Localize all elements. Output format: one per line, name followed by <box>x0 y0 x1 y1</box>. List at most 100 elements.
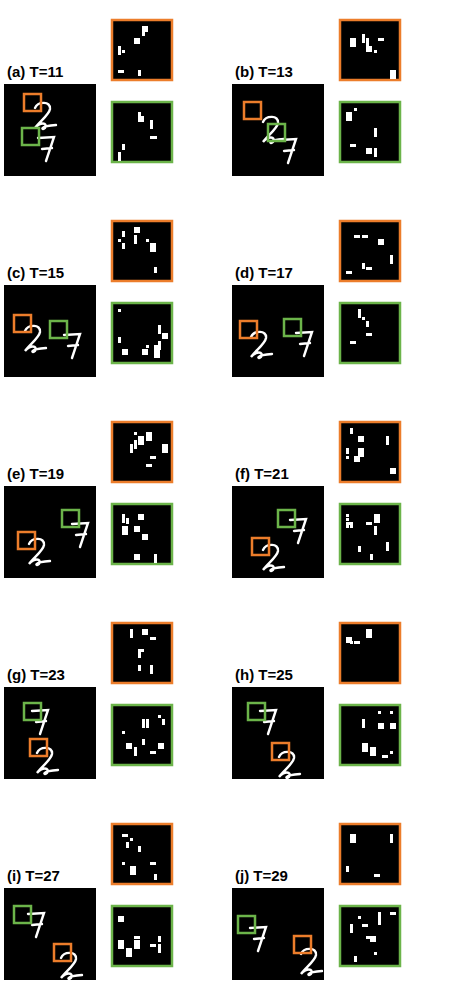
patch-pixel <box>390 711 393 714</box>
patch-pixel <box>350 428 353 434</box>
green-glimpse-box <box>248 703 265 720</box>
patch-pixel <box>158 325 161 334</box>
patch-pixel <box>122 243 125 249</box>
panel-label: (b) T=13 <box>234 64 294 79</box>
patch-pixel <box>150 862 156 865</box>
patch-pixel <box>374 526 377 535</box>
patch-pixel <box>118 239 121 242</box>
panel-label: (h) T=25 <box>234 667 294 682</box>
patch-pixel <box>122 144 125 150</box>
patch-pixel <box>142 629 148 635</box>
patch-pixel <box>362 34 365 43</box>
glimpse-patch <box>112 623 172 683</box>
patch-pixel <box>118 337 121 343</box>
frame-panel <box>232 422 400 578</box>
input-image <box>232 687 324 779</box>
patch-pixel <box>378 239 384 245</box>
patch-pixel <box>146 239 149 242</box>
panel-label: (a) T=11 <box>6 64 64 79</box>
patch-pixel <box>142 719 145 728</box>
patch-pixel <box>390 912 396 915</box>
patch-pixel <box>358 448 364 457</box>
patch-pixel <box>382 755 388 758</box>
patch-pixel <box>150 751 156 754</box>
patch-pixel <box>350 144 356 147</box>
glimpse-patch <box>340 504 400 564</box>
patch-pixel <box>366 321 369 327</box>
patch-pixel <box>150 136 156 139</box>
patch-pixel <box>134 235 137 244</box>
patch-pixel <box>378 912 381 918</box>
patch-pixel <box>138 514 144 520</box>
patch-pixel <box>390 834 393 843</box>
patch-pixel <box>374 50 377 53</box>
orange-glimpse-box <box>294 936 311 953</box>
patch-pixel <box>354 108 357 111</box>
frame-panel <box>232 20 400 176</box>
orange-glimpse-box <box>252 538 269 555</box>
frame-panel <box>4 221 172 377</box>
patch-pixel <box>122 731 125 734</box>
panel-label: (e) T=19 <box>6 466 65 481</box>
orange-glimpse-box <box>240 321 257 338</box>
glimpse-patch <box>112 221 172 281</box>
panel-label: (i) T=27 <box>6 868 61 883</box>
patch-pixel <box>162 333 168 339</box>
frame-panel <box>4 824 172 980</box>
frame-panel <box>232 221 400 377</box>
patch-pixel <box>346 271 352 274</box>
patch-pixel <box>390 255 393 264</box>
patch-pixel <box>134 440 137 449</box>
patch-pixel <box>130 629 133 635</box>
green-glimpse-box <box>268 124 285 141</box>
panel-label: (f) T=21 <box>234 466 290 481</box>
input-image <box>232 486 324 578</box>
patch-pixel <box>134 940 140 949</box>
patch-pixel <box>390 723 396 729</box>
patch-pixel <box>346 637 352 643</box>
patch-pixel <box>350 924 353 933</box>
patch-pixel <box>130 866 136 875</box>
patch-pixel <box>146 719 149 728</box>
patch-pixel <box>118 152 121 161</box>
patch-pixel <box>122 862 125 865</box>
patch-pixel <box>134 747 137 756</box>
patch-pixel <box>134 526 140 532</box>
green-glimpse-box <box>238 916 255 933</box>
glimpse-patch <box>112 906 172 966</box>
patch-pixel <box>378 723 384 729</box>
patch-pixel <box>158 743 164 749</box>
orange-glimpse-box <box>244 102 261 119</box>
green-glimpse-box <box>14 906 31 923</box>
glimpse-patch <box>112 303 172 363</box>
input-image <box>4 888 96 980</box>
patch-pixel <box>362 924 368 927</box>
patch-pixel <box>370 936 376 942</box>
patch-pixel <box>374 128 377 137</box>
patch-pixel <box>138 846 141 852</box>
input-image <box>232 285 324 377</box>
patch-pixel <box>150 243 156 252</box>
patch-pixel <box>378 38 384 41</box>
patch-pixel <box>154 874 157 880</box>
patch-pixel <box>158 936 161 942</box>
patch-pixel <box>118 916 124 922</box>
patch-pixel <box>122 349 128 355</box>
patch-pixel <box>122 231 125 237</box>
glimpse-patch <box>112 504 172 564</box>
patch-pixel <box>118 309 121 312</box>
patch-pixel <box>134 227 140 233</box>
patch-pixel <box>366 38 369 47</box>
glimpse-patch <box>340 422 400 482</box>
patch-pixel <box>358 309 361 318</box>
patch-pixel <box>122 834 128 837</box>
patch-pixel <box>162 719 165 725</box>
patch-pixel <box>126 518 129 524</box>
patch-pixel <box>374 514 380 523</box>
digit-two <box>263 545 284 571</box>
patch-pixel <box>130 444 133 453</box>
patch-pixel <box>386 436 389 445</box>
patch-pixel <box>134 936 140 939</box>
patch-pixel <box>366 629 372 638</box>
patch-pixel <box>150 456 156 459</box>
